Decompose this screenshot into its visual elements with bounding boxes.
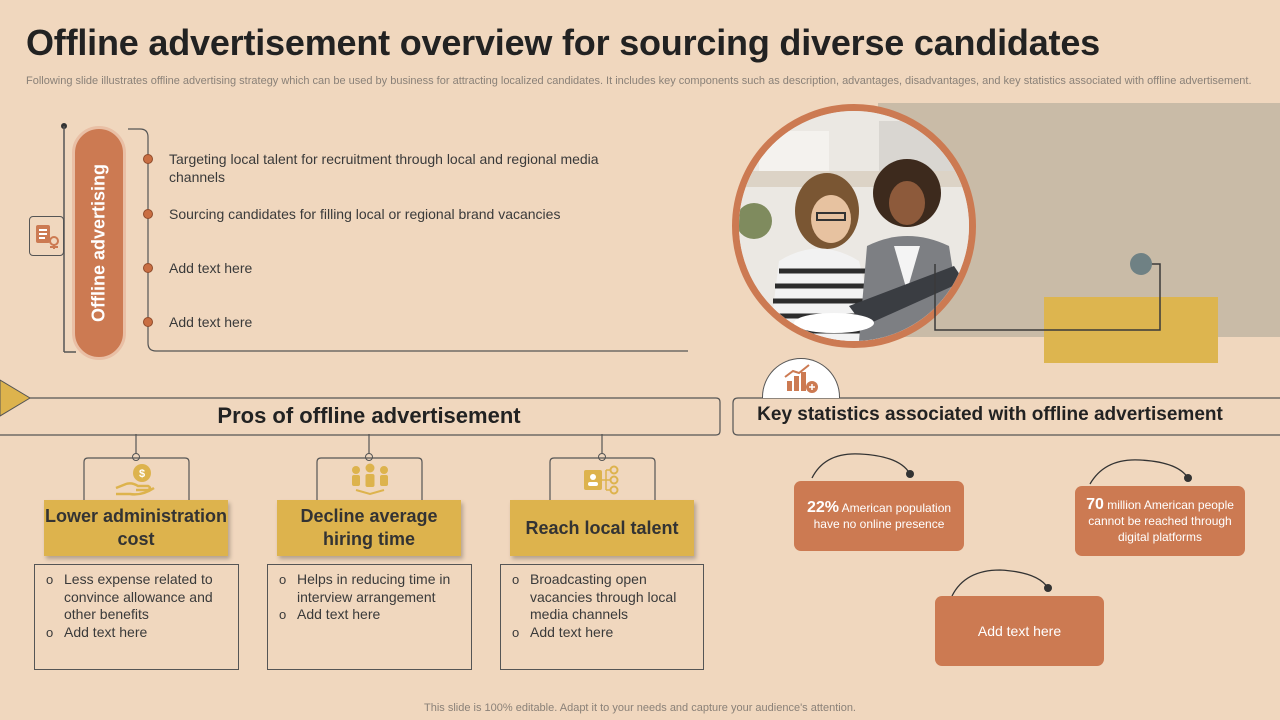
pros-card-title-2: Decline average hiring time (277, 500, 461, 556)
pros-card-1-item-2: Add text here (45, 624, 230, 642)
bullet-dot (143, 154, 153, 164)
pros-card-3-item-2: Add text here (511, 624, 695, 642)
pros-card-1-item-1: Less expense related to convince allowan… (45, 571, 230, 624)
offline-advertising-label: Offline advertising (88, 163, 109, 323)
pros-card-title-1: Lower administration cost (44, 500, 228, 556)
stat-3-text: Add text here (977, 623, 1062, 639)
page-title: Offline advertisement overview for sourc… (26, 22, 1100, 63)
profile-checklist-icon (584, 465, 619, 495)
stat-2-text: million American people cannot be reache… (1088, 498, 1234, 544)
pros-card-3-item-1: Broadcasting open vacancies through loca… (511, 571, 695, 624)
svg-text:$: $ (139, 468, 145, 480)
pros-card-title-3: Reach local talent (510, 500, 694, 556)
billboard-icon (36, 225, 59, 249)
stat-box-1: 22% American population have no online p… (794, 481, 964, 551)
stat-2-number: 70 (1086, 496, 1104, 513)
stats-heading: Key statistics associated with offline a… (757, 404, 1223, 425)
stats-icon-badge (762, 358, 840, 398)
growth-chart-icon (784, 364, 818, 393)
offline-bracket-lines (61, 123, 688, 353)
offline-item-4: Add text here (169, 314, 253, 330)
stat-box-3: Add text here (935, 596, 1104, 666)
bullet-dot (143, 209, 153, 219)
offline-item-2: Sourcing candidates for filling local or… (169, 206, 561, 222)
section-banners (0, 379, 1280, 436)
pros-heading: Pros of offline advertisement (217, 403, 521, 428)
money-hand-icon: $ (115, 464, 155, 496)
offline-item-3: Add text here (169, 260, 253, 276)
stat-1-text: American population have no online prese… (813, 501, 952, 531)
pros-card-2-item-1: Helps in reducing time in interview arra… (278, 571, 463, 606)
photo-circle (732, 104, 976, 348)
page-subtitle: Following slide illustrates offline adve… (26, 75, 1252, 87)
people-network-icon (352, 463, 388, 496)
people-photo-illustration (739, 111, 969, 341)
bullet-dot (143, 263, 153, 273)
bullet-dot (143, 317, 153, 327)
stat-box-2: 70 million American people cannot be rea… (1075, 486, 1245, 556)
pros-connectors (83, 434, 656, 500)
pros-card-box-1: Less expense related to convince allowan… (34, 564, 239, 670)
pros-card-box-2: Helps in reducing time in interview arra… (267, 564, 472, 670)
pros-card-2-item-2: Add text here (278, 606, 463, 624)
stat-1-number: 22% (806, 499, 839, 516)
pros-card-box-3: Broadcasting open vacancies through loca… (500, 564, 704, 670)
photo-connector (934, 253, 1161, 331)
offline-icon-box (29, 216, 64, 256)
footer-note: This slide is 100% editable. Adapt it to… (424, 702, 856, 714)
stats-arcs (811, 453, 1192, 597)
offline-advertising-pill: Offline advertising (72, 126, 126, 360)
offline-item-1: Targeting local talent for recruitment t… (169, 151, 599, 185)
